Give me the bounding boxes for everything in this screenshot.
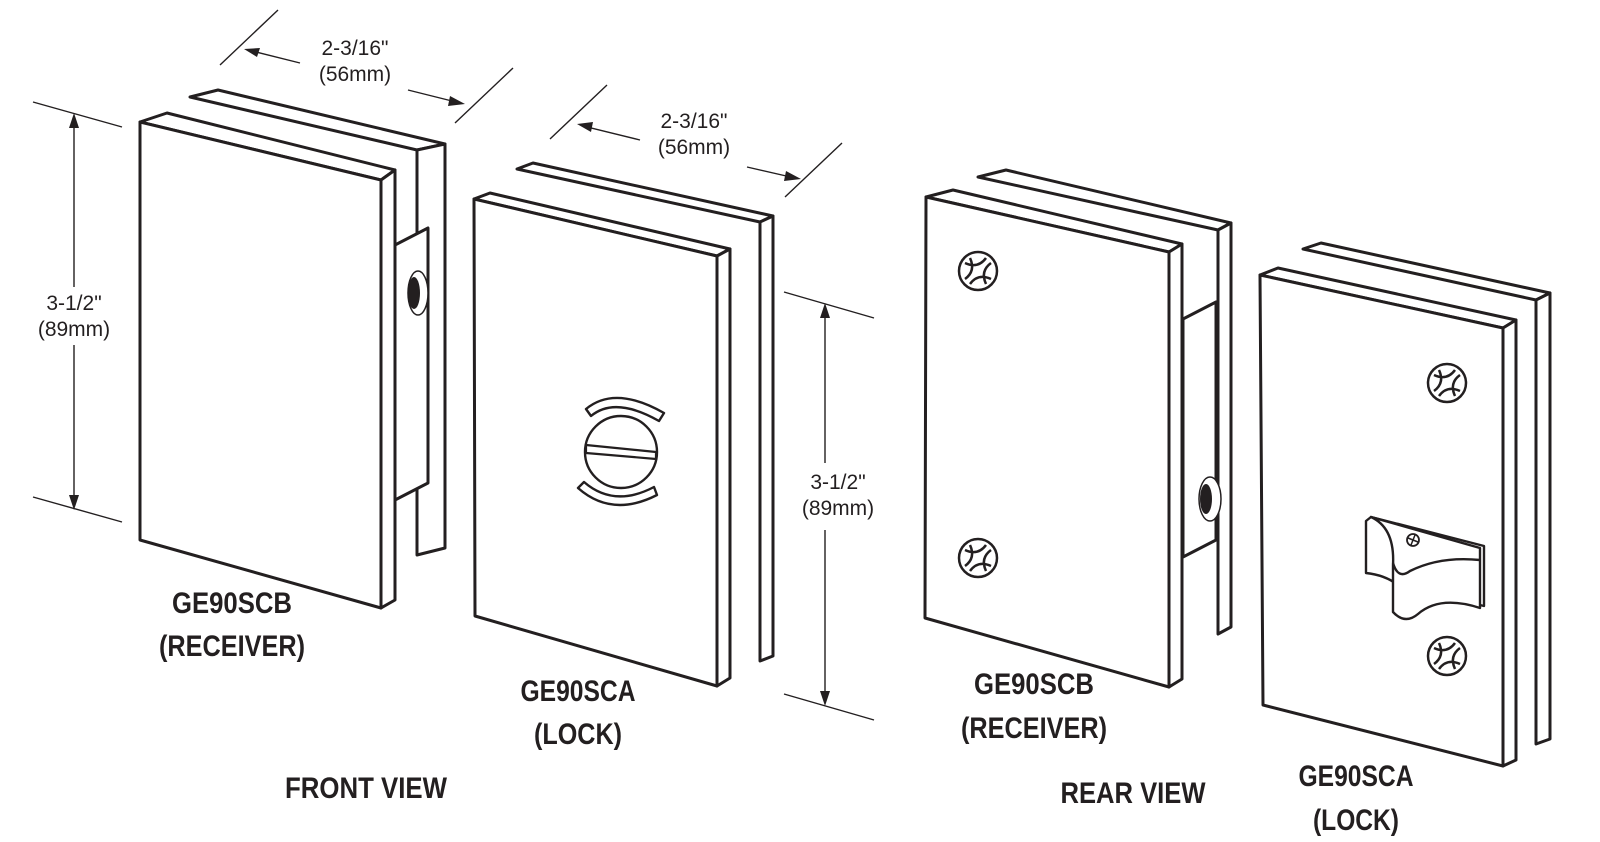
set-screw-hole-inner: [408, 277, 420, 309]
receiver-body-side: [393, 226, 430, 502]
front-view-title: FRONT VIEW: [285, 772, 448, 805]
front-lock-height-metric: (89mm): [802, 497, 874, 520]
front-receiver-type: (RECEIVER): [159, 630, 305, 663]
front-receiver-height-metric: (89mm): [38, 318, 110, 341]
front-lock-height-dimension: 3-1/2" (89mm): [783, 291, 875, 721]
front-lock-height-imperial: 3-1/2": [810, 471, 865, 494]
rear-receiver-back-plate-side: [1216, 221, 1233, 636]
rear-receiver-front-plate-edge: [1167, 242, 1184, 689]
front-lock-width-dimension: 2-3/16" (56mm): [549, 84, 843, 198]
rear-lock-front-plate-edge: [1501, 318, 1518, 768]
front-receiver-height-dimension: 3-1/2" (89mm): [32, 101, 123, 523]
rear-view-title: REAR VIEW: [1061, 777, 1207, 810]
phillips-screw-icon: [957, 537, 999, 579]
phillips-screw-icon: [1426, 635, 1468, 677]
receiver-front-plate-edge: [379, 168, 397, 610]
rear-receiver-model: GE90SCB: [974, 668, 1094, 701]
phillips-screw-icon: [957, 250, 999, 292]
lock-front-plate-edge: [715, 247, 732, 688]
front-receiver-width-dimension: 2-3/16" (56mm): [219, 9, 514, 124]
receiver-front-plate-face: [138, 120, 383, 610]
lock-back-plate-side: [758, 214, 775, 663]
rear-lock-clamp: [1258, 241, 1552, 768]
front-lock-type: (LOCK): [534, 718, 622, 751]
phillips-screw-icon: [1426, 362, 1468, 404]
thumb-turn-icon: [1364, 515, 1486, 621]
rear-lock-back-plate-side: [1534, 291, 1552, 746]
front-receiver-model: GE90SCB: [172, 587, 292, 620]
front-receiver-clamp: [138, 88, 447, 610]
set-screw-hole-inner: [1200, 484, 1212, 514]
front-lock-width-imperial: 2-3/16": [661, 110, 728, 133]
rear-receiver-clamp: [923, 168, 1233, 689]
slotted-lock-knob-icon: [576, 396, 666, 507]
front-lock-width-metric: (56mm): [658, 136, 730, 159]
front-receiver-width-imperial: 2-3/16": [322, 37, 389, 60]
front-receiver-height-imperial: 3-1/2": [46, 292, 101, 315]
front-receiver-width-metric: (56mm): [319, 63, 391, 86]
rear-lock-type: (LOCK): [1313, 804, 1399, 837]
rear-receiver-type: (RECEIVER): [961, 712, 1107, 745]
front-lock-model: GE90SCA: [521, 675, 636, 708]
rear-lock-model: GE90SCA: [1299, 760, 1414, 793]
front-lock-clamp: [472, 161, 775, 688]
